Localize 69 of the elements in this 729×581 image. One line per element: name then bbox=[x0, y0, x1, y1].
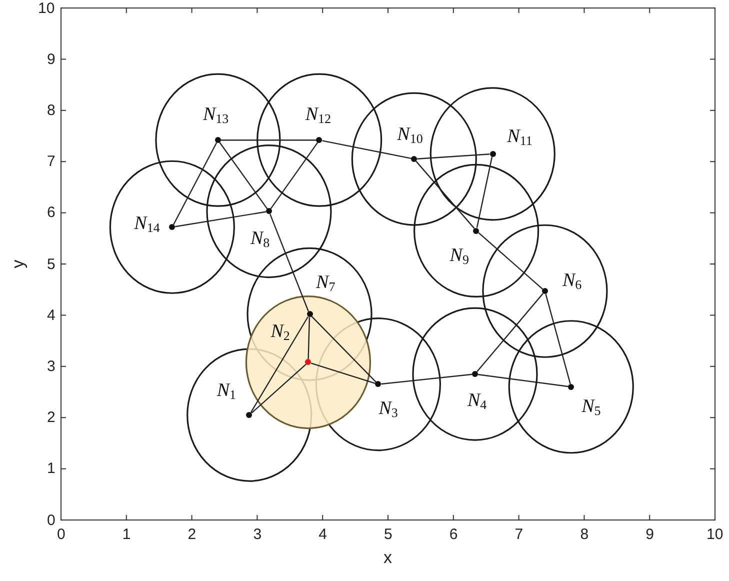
node-label: N$_{13}$ bbox=[202, 105, 229, 126]
axis-title: y bbox=[8, 260, 28, 268]
tick-label: 4 bbox=[47, 306, 56, 324]
connection-line bbox=[476, 156, 493, 228]
point-marker bbox=[169, 224, 176, 230]
tick-label: 8 bbox=[580, 526, 589, 543]
connection-line bbox=[310, 362, 376, 384]
connection-line bbox=[270, 142, 318, 210]
connection-line bbox=[251, 364, 306, 414]
node-label: N$_{12}$ bbox=[305, 105, 332, 126]
tick-label: 6 bbox=[449, 526, 458, 543]
node-label: N$_{5}$ bbox=[582, 396, 601, 417]
point-marker bbox=[542, 288, 548, 294]
node-label: N$_{1}$ bbox=[216, 381, 236, 402]
connection-line bbox=[270, 214, 309, 312]
connection-line bbox=[545, 294, 571, 384]
node-label: N$_{10}$ bbox=[397, 125, 423, 146]
connection-line bbox=[476, 293, 544, 372]
node-label: N$_{9}$ bbox=[450, 246, 469, 266]
point-marker bbox=[316, 137, 322, 144]
connection-line bbox=[416, 160, 475, 229]
tick-label: 7 bbox=[514, 526, 524, 543]
point-marker bbox=[214, 137, 221, 144]
node-label: N$_{7}$ bbox=[316, 273, 336, 294]
tick-label: 9 bbox=[646, 526, 654, 543]
connection-line bbox=[417, 154, 490, 160]
tick-label: 3 bbox=[47, 358, 56, 375]
connection-line bbox=[478, 374, 568, 388]
point-marker bbox=[473, 228, 480, 234]
node-label: N$_{8}$ bbox=[250, 229, 270, 250]
point-marker bbox=[568, 384, 574, 390]
tick-label: 8 bbox=[47, 102, 56, 119]
connection-line bbox=[173, 142, 218, 225]
tick-label: 10 bbox=[38, 0, 55, 16]
point-marker bbox=[246, 412, 252, 418]
node-label: N$_{6}$ bbox=[562, 271, 582, 292]
tick-label: 2 bbox=[47, 409, 56, 426]
tick-label: 6 bbox=[47, 204, 56, 222]
point-marker bbox=[411, 156, 418, 162]
node-label: N$_{11}$ bbox=[507, 126, 532, 147]
tick-label: 1 bbox=[122, 526, 131, 543]
connection-line bbox=[311, 316, 377, 383]
connection-line bbox=[322, 140, 412, 160]
connection-line bbox=[381, 374, 472, 385]
point-marker bbox=[375, 381, 382, 388]
tick-label: 0 bbox=[57, 526, 66, 543]
connection-line bbox=[220, 140, 316, 141]
connection-line bbox=[308, 317, 310, 360]
tick-label: 7 bbox=[47, 153, 56, 170]
tick-label: 5 bbox=[384, 526, 392, 543]
axis-title: x bbox=[384, 548, 392, 568]
tick-label: 3 bbox=[253, 526, 262, 543]
node-label: N$_{3}$ bbox=[378, 399, 398, 420]
point-marker bbox=[472, 371, 478, 378]
tick-label: 10 bbox=[706, 526, 724, 543]
connection-line bbox=[175, 211, 266, 228]
point-marker bbox=[490, 150, 496, 157]
tick-label: 5 bbox=[47, 256, 56, 272]
tick-label: 1 bbox=[47, 460, 56, 478]
connection-line bbox=[478, 232, 544, 290]
tick-label: 2 bbox=[188, 526, 196, 543]
tick-label: 9 bbox=[47, 50, 56, 68]
tick-label: 4 bbox=[318, 526, 327, 543]
connection-line bbox=[250, 316, 308, 413]
node-label: N$_{14}$ bbox=[134, 214, 160, 234]
node-label: N$_{2}$ bbox=[270, 322, 290, 342]
connection-line bbox=[219, 142, 268, 210]
tick-label: 0 bbox=[47, 512, 56, 528]
node-label: N$_{4}$ bbox=[467, 391, 487, 412]
